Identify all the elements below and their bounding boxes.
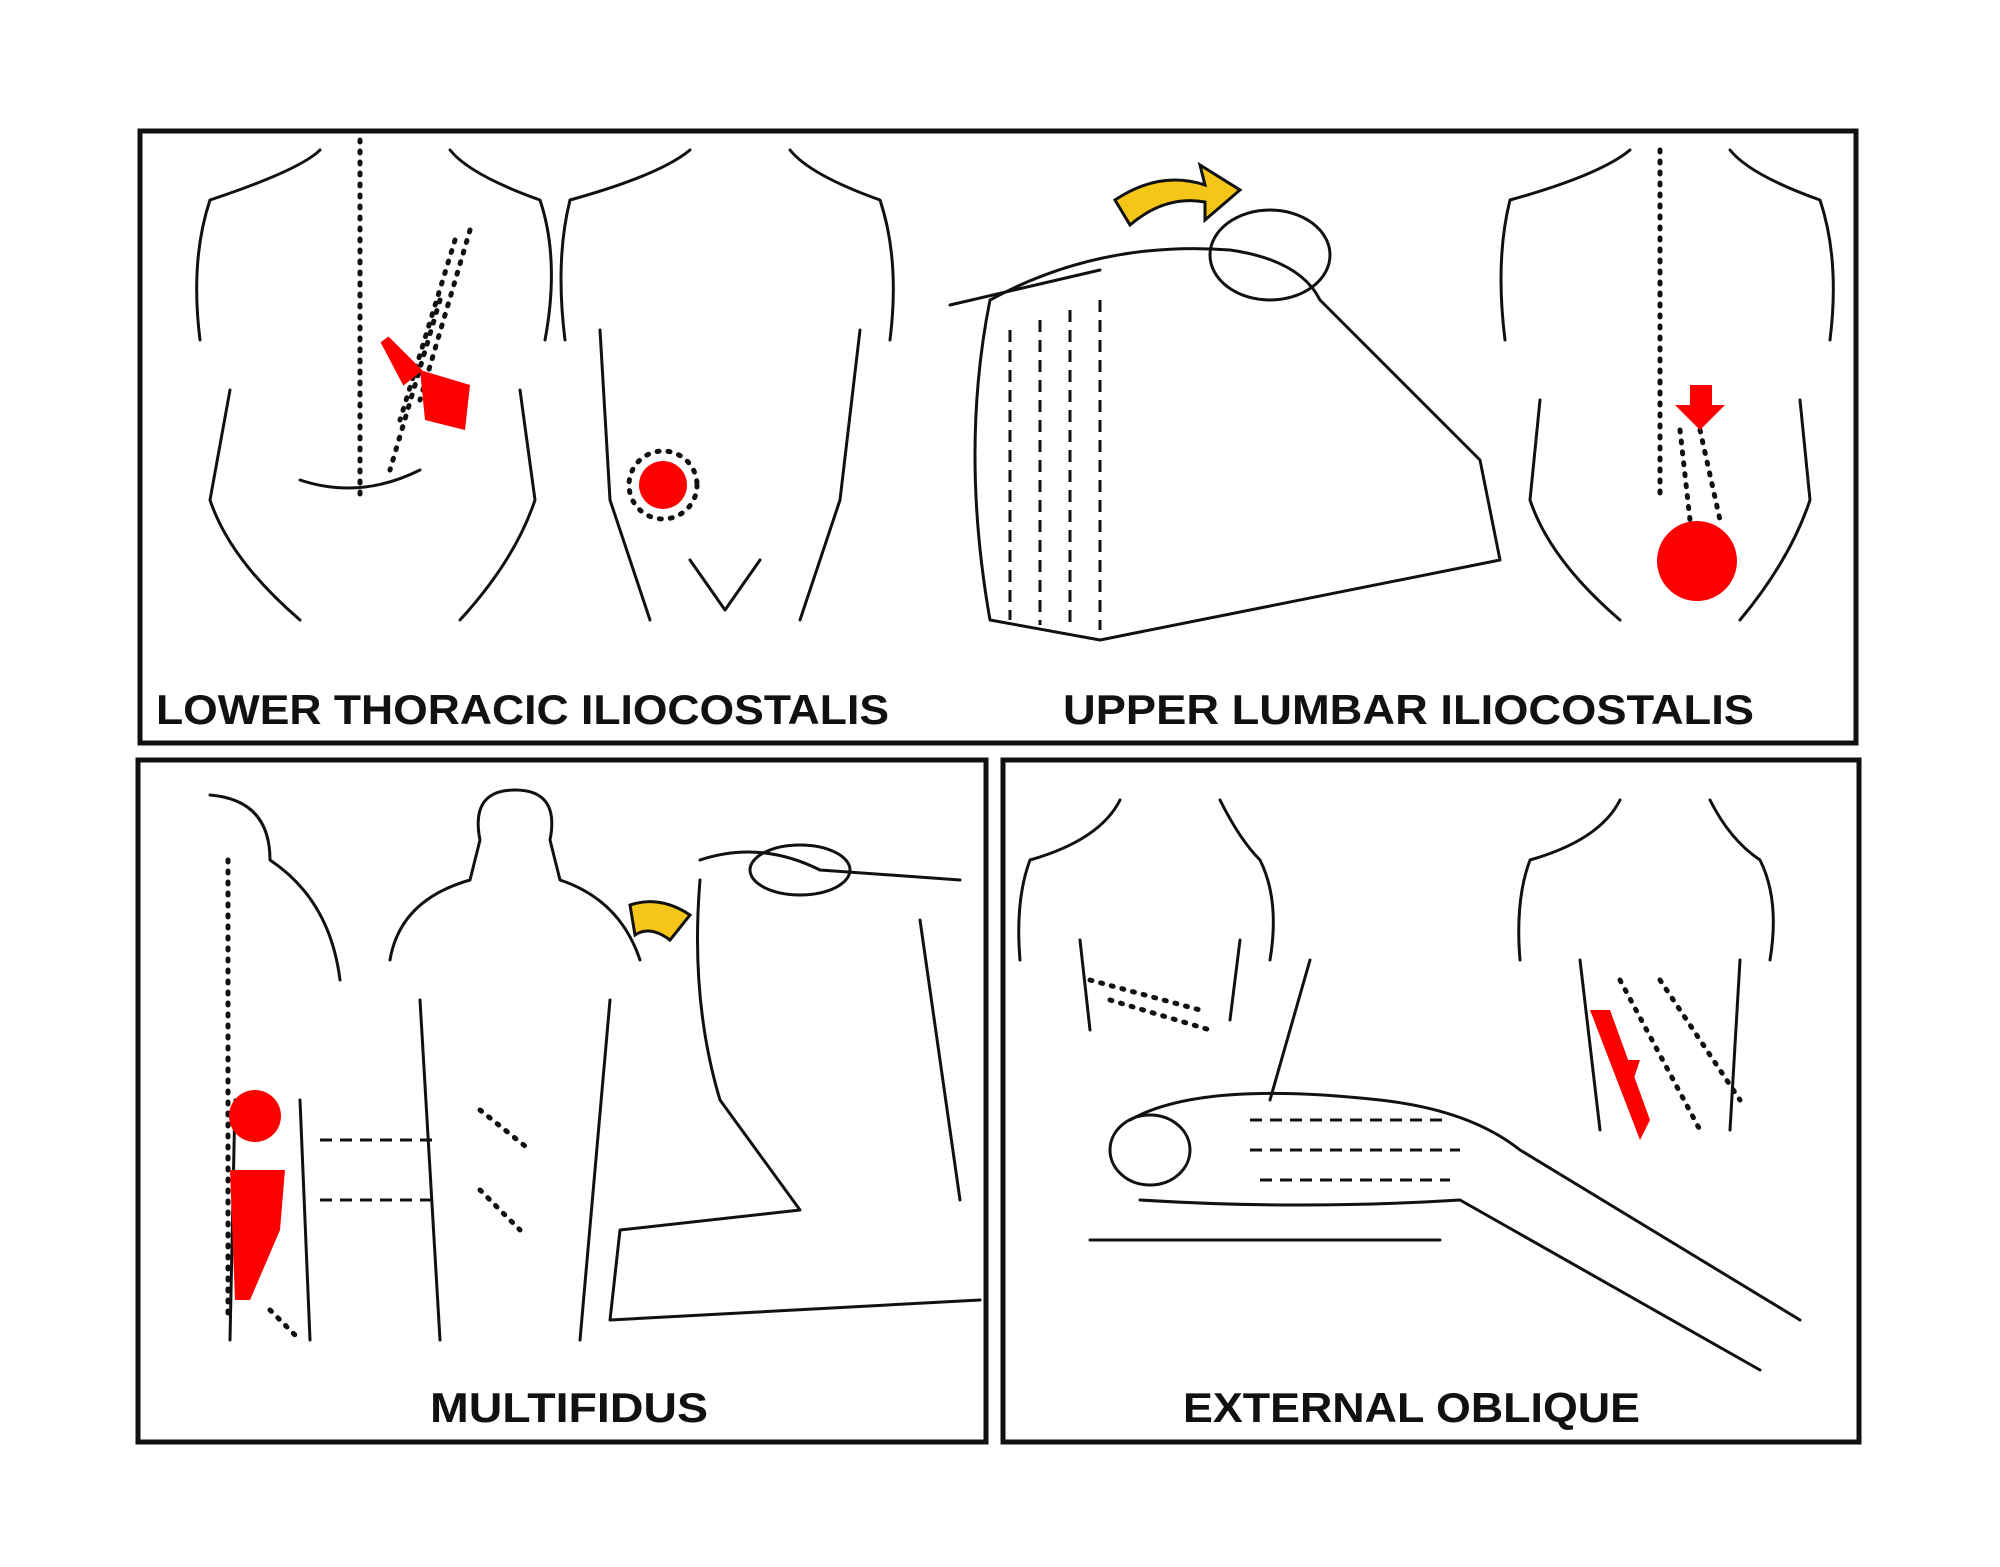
trigger-point-arrow <box>380 336 423 386</box>
stretch-figure-upper-lumbar <box>948 161 1502 642</box>
panel-multifidus: MULTIFIDUS <box>135 757 989 1445</box>
panel-external-oblique: EXTERNAL OBLIQUE <box>1000 757 1862 1445</box>
pain-zone <box>639 461 687 509</box>
pain-zone <box>1657 521 1737 601</box>
rotation-arrow-icon <box>628 900 693 943</box>
pain-zone <box>230 1170 285 1300</box>
back-figure-upper-lumbar <box>1499 147 1835 622</box>
panel-multifidus-frame <box>135 757 989 1445</box>
label-multifidus: MULTIFIDUS <box>430 1384 708 1431</box>
panel-top-frame <box>137 128 1859 746</box>
pain-zone <box>1590 1010 1650 1140</box>
trigger-point-arrow <box>1675 385 1725 430</box>
stretch-direction-arrow-icon <box>1112 161 1243 228</box>
back-figure-lower-thoracic <box>195 137 553 622</box>
label-upper-lumbar-iliocostalis: UPPER LUMBAR ILIOCOSTALIS <box>1063 686 1754 733</box>
panel-top: LOWER THORACIC ILIOCOSTALIS UPPER LUMBAR… <box>137 128 1859 746</box>
label-lower-thoracic-iliocostalis: LOWER THORACIC ILIOCOSTALIS <box>156 686 889 733</box>
panel-external-oblique-frame <box>1000 757 1862 1445</box>
label-external-oblique: EXTERNAL OBLIQUE <box>1183 1384 1640 1431</box>
pain-zone <box>420 370 470 430</box>
front-figure-lower-thoracic <box>559 148 895 622</box>
pain-zone <box>229 1090 281 1142</box>
referral-arrows <box>320 1138 440 1202</box>
